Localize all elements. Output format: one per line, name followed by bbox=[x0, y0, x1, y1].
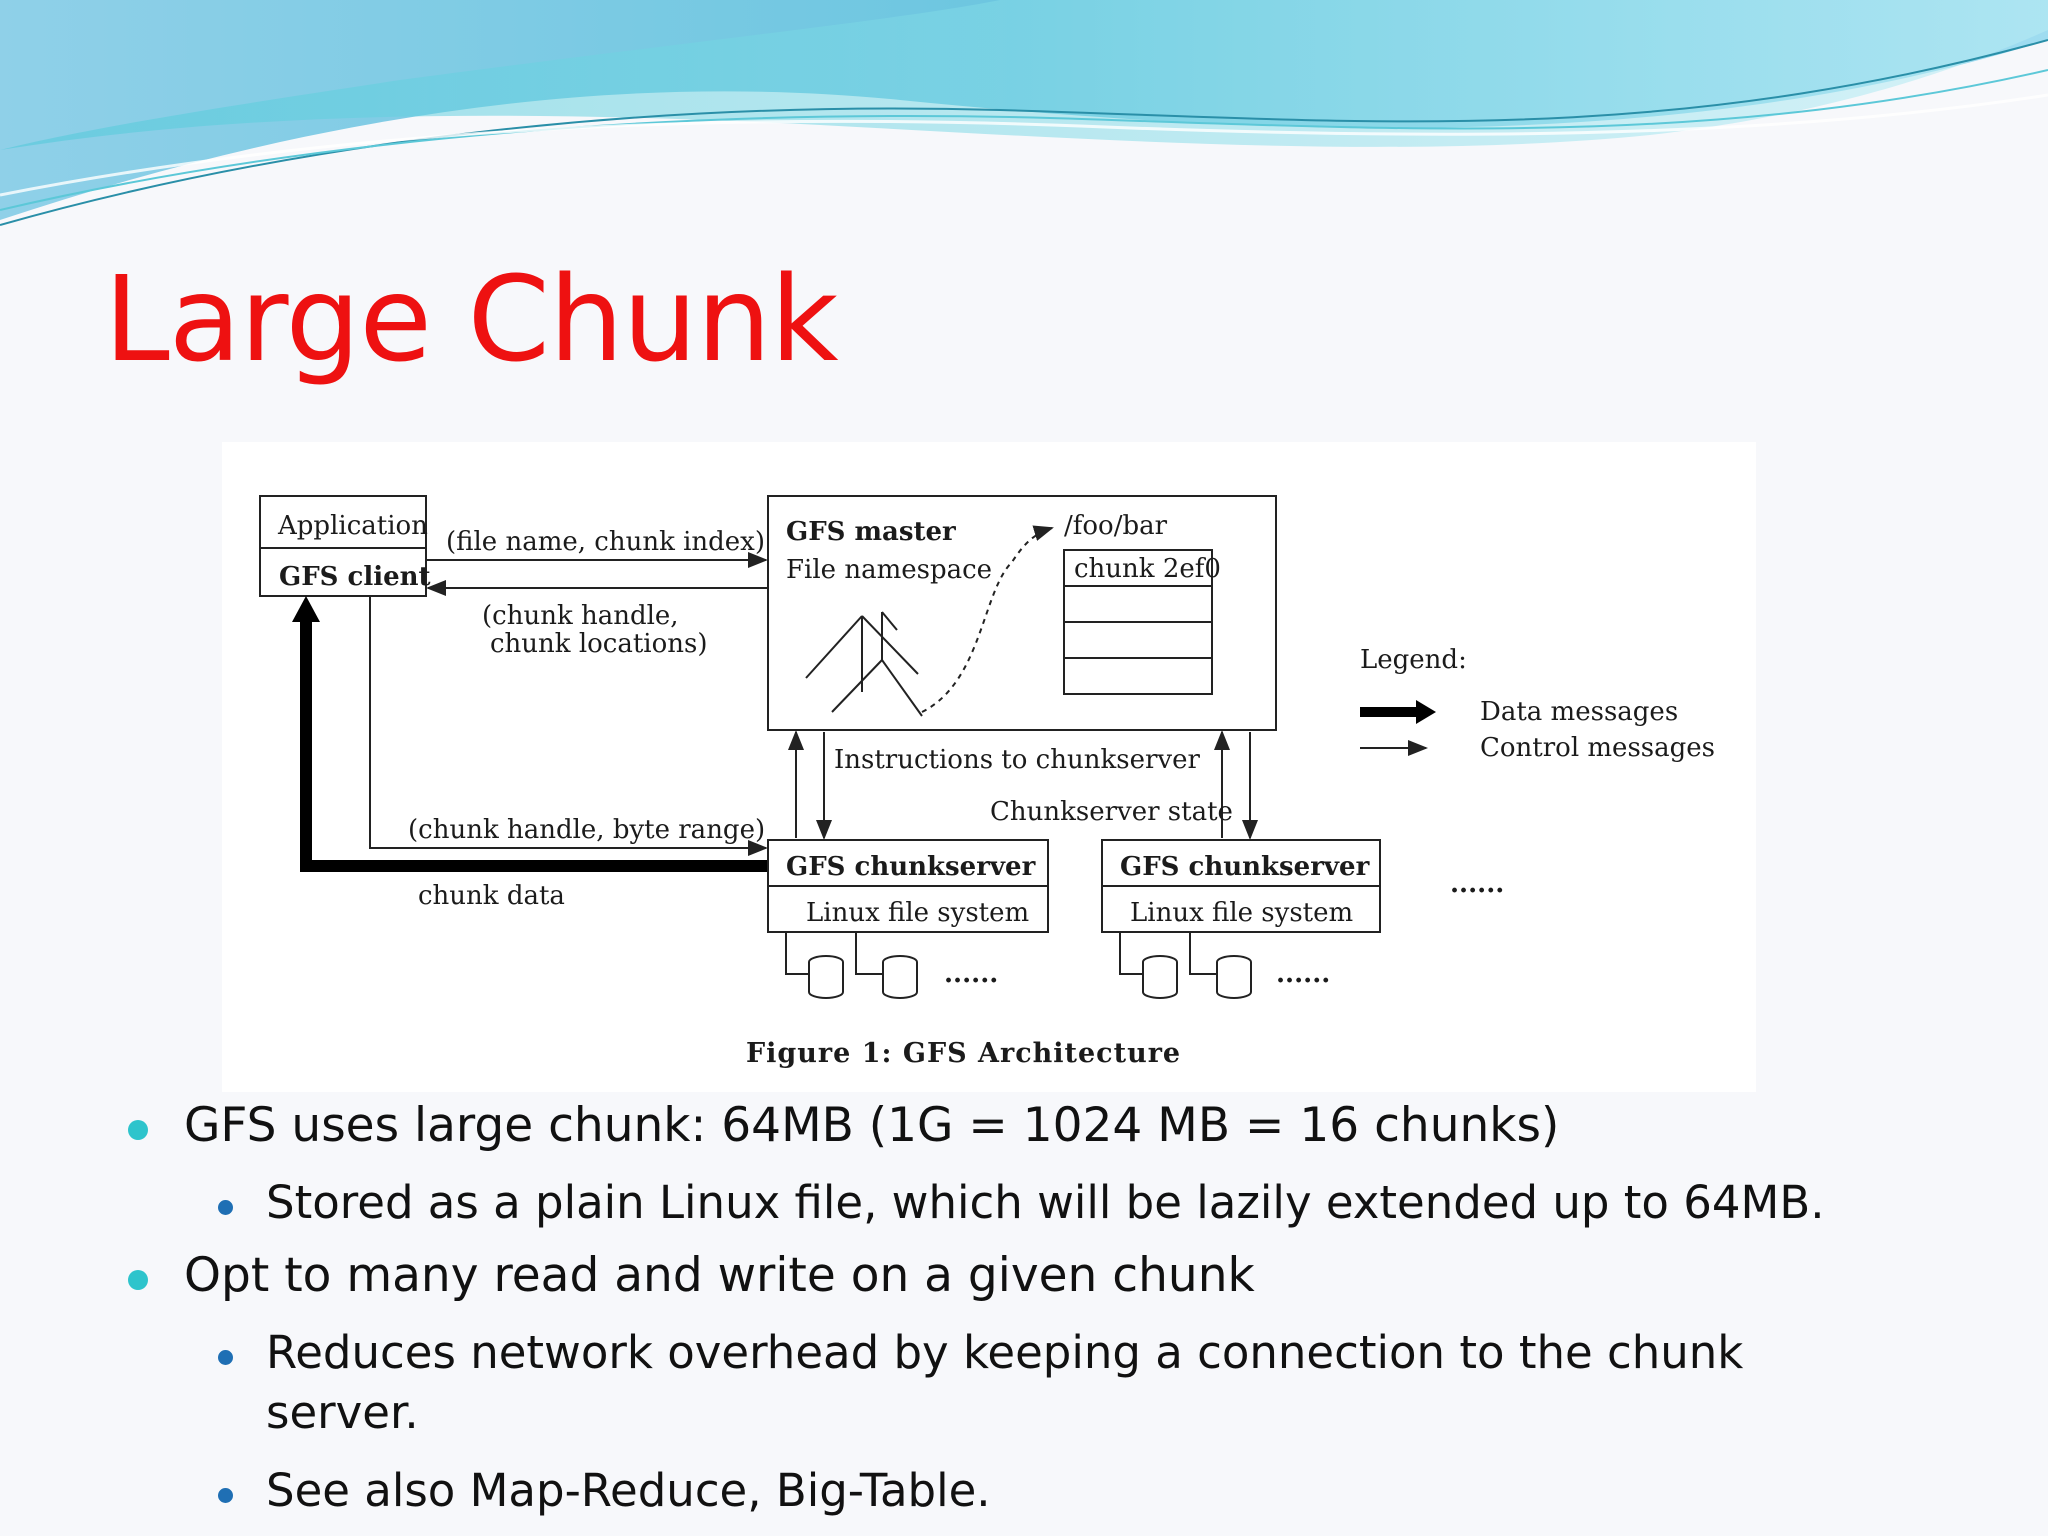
gfs-master-box: GFS master File namespace /foo/bar bbox=[767, 495, 1277, 731]
gfs-master-label: GFS master bbox=[786, 517, 956, 547]
bullet-item: Opt to many read and write on a given ch… bbox=[184, 1248, 1255, 1303]
chunkserver-1: GFS chunkserver Linux file system ...... bbox=[767, 839, 1049, 999]
chunkserver-state-label: Chunkserver state bbox=[990, 797, 1233, 827]
application-client-box: Application GFS client bbox=[259, 495, 431, 597]
namespace-lookup-curve bbox=[921, 525, 1054, 713]
chunk-table: chunk 2ef0 bbox=[1063, 549, 1221, 695]
slide-title: Large Chunk bbox=[104, 250, 839, 388]
master-chunkserver-arrows: Instructions to chunkserver Chunkserver … bbox=[788, 730, 1258, 840]
bullet-marker bbox=[218, 1200, 233, 1215]
bullet-item: Reduces network overhead by keeping a co… bbox=[266, 1326, 1744, 1379]
chunkserver-1-fs-label: Linux file system bbox=[806, 898, 1029, 928]
bullet-marker bbox=[218, 1350, 233, 1365]
gfs-client-label: GFS client bbox=[279, 562, 431, 592]
disk-icon bbox=[1216, 955, 1252, 999]
reply-label-line1: (chunk handle, bbox=[482, 601, 679, 631]
legend-title: Legend: bbox=[1360, 645, 1467, 675]
legend-data-label: Data messages bbox=[1480, 697, 1678, 727]
bullet-item: See also Map-Reduce, Big-Table. bbox=[266, 1464, 991, 1517]
disk-icon bbox=[1142, 955, 1178, 999]
legend: Legend: Data messages Control messages bbox=[1360, 645, 1715, 763]
client-chunkserver-arrows: (chunk handle, byte range) chunk data bbox=[292, 596, 768, 911]
chunkserver-2: GFS chunkserver Linux file system ...... bbox=[1101, 839, 1381, 999]
chunkserver-1-label: GFS chunkserver bbox=[786, 852, 1036, 882]
client-master-arrows: (file name, chunk index) (chunk handle, … bbox=[426, 527, 768, 659]
chunkserver-2-fs-label: Linux file system bbox=[1130, 898, 1353, 928]
legend-control-label: Control messages bbox=[1480, 733, 1715, 763]
disk-icon bbox=[808, 955, 844, 999]
bullet-marker bbox=[218, 1488, 233, 1503]
request-label: (file name, chunk index) bbox=[446, 527, 765, 557]
bullet-item: GFS uses large chunk: 64MB (1G = 1024 MB… bbox=[184, 1098, 1560, 1153]
bullet-item: Stored as a plain Linux file, which will… bbox=[266, 1176, 1825, 1229]
bullet-marker bbox=[128, 1270, 148, 1290]
gfs-architecture-figure: Application GFS client (file name, chunk… bbox=[222, 442, 1756, 1092]
disk-ellipsis-1: ...... bbox=[944, 959, 998, 989]
chunk-data-label: chunk data bbox=[418, 881, 565, 911]
disk-ellipsis-2: ...... bbox=[1276, 959, 1330, 989]
namespace-tree-icon bbox=[805, 611, 923, 717]
bullet-marker bbox=[128, 1120, 148, 1140]
path-label: /foo/bar bbox=[1064, 511, 1168, 541]
byte-range-label: (chunk handle, byte range) bbox=[408, 815, 765, 845]
reply-label-line2: chunk locations) bbox=[490, 629, 708, 659]
file-namespace-label: File namespace bbox=[786, 555, 992, 585]
more-chunkservers-ellipsis: ...... bbox=[1450, 869, 1504, 899]
disk-icon bbox=[882, 955, 918, 999]
header-wave-banner bbox=[0, 0, 2048, 226]
chunkserver-2-label: GFS chunkserver bbox=[1120, 852, 1370, 882]
bullet-item-continuation: server. bbox=[266, 1386, 419, 1439]
application-label: Application bbox=[277, 511, 428, 541]
figure-caption: Figure 1: GFS Architecture bbox=[746, 1038, 1181, 1069]
instructions-label: Instructions to chunkserver bbox=[834, 745, 1200, 775]
chunk-label: chunk 2ef0 bbox=[1074, 554, 1221, 584]
